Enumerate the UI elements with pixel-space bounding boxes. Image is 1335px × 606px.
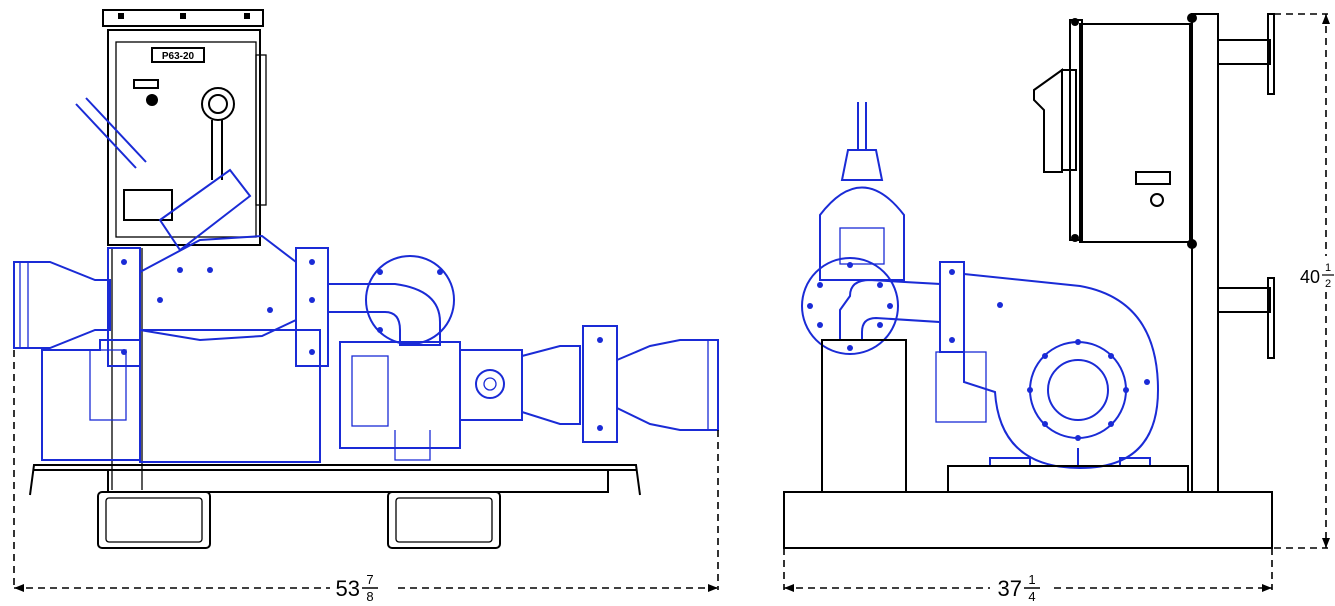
dimension-height-denominator: 2 [1325,278,1331,290]
control-panel: P63-20 [102,9,267,490]
dimension-width-whole: 53 [336,576,360,601]
dimension-depth-whole: 37 [998,576,1022,601]
dimension-width-numerator: 7 [366,572,373,587]
front-view: P63-20 [13,9,719,604]
dimension-depth-numerator: 1 [1028,572,1035,587]
side-view: 37 1 4 40 1 2 [783,13,1334,604]
dimension-depth-denominator: 4 [1028,589,1035,604]
dimension-width-denominator: 8 [366,589,373,604]
dimension-height-whole: 40 [1300,267,1320,287]
panel-label: P63-20 [162,51,195,62]
dimension-height-numerator: 1 [1325,262,1331,274]
